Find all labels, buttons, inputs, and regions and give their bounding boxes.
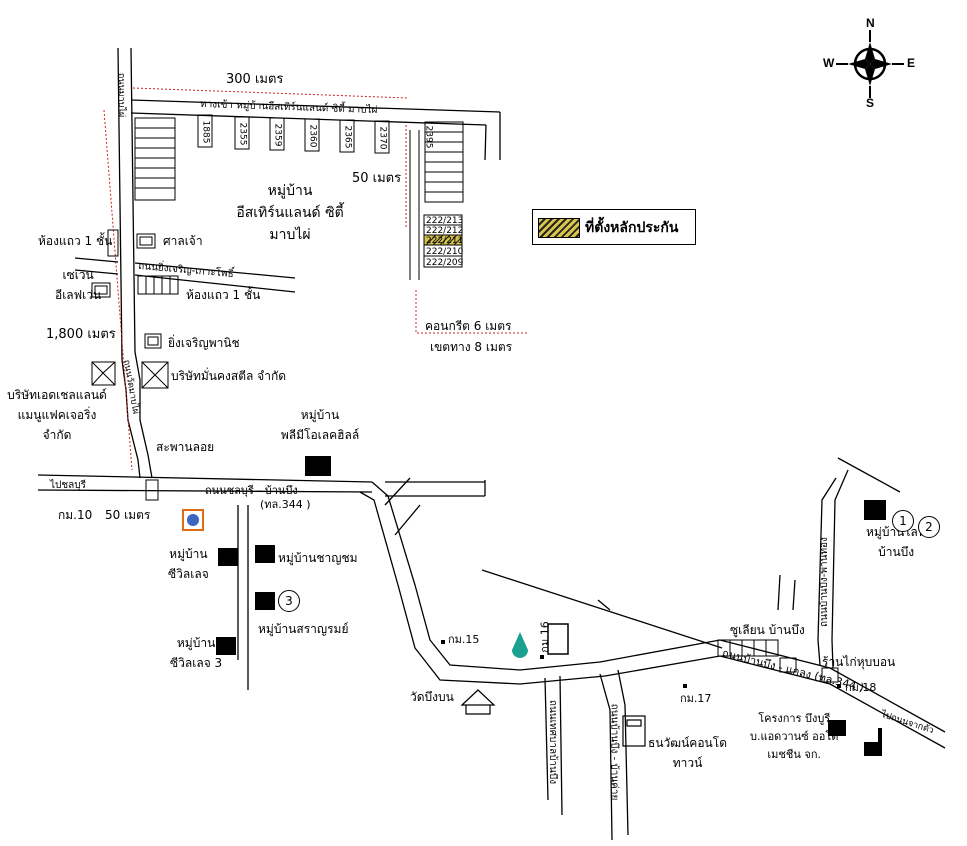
road-mabphai (117, 47, 153, 479)
legend-swatch (538, 218, 580, 238)
project-line2: บ.แอดวานซ์ ออโต (750, 730, 839, 743)
seven-eleven: เซเว่น อีเลฟเว่น (55, 268, 101, 302)
shrine: ศาลเจ้า (163, 234, 203, 248)
km-15: กม.15 (448, 633, 480, 646)
road-bottom-1-label: ถนนเทศบาลบ้านบึง (547, 699, 559, 785)
road-right-label: ถนนบ้านบึง-พานทอง (818, 537, 830, 627)
road-bottom-2-label: ถนนบ้านบึง - บ้านค่าย (608, 703, 620, 801)
distance-50m-bottom: 50 เมตร (105, 508, 151, 522)
condo: ธนวัฒน์คอนโด ทาวน์ (648, 736, 727, 770)
branch-roads (237, 457, 901, 841)
condo-line2: ทาวน์ (672, 756, 703, 770)
village-civil-line1: หมู่บ้าน (169, 547, 208, 561)
row-house-2: ห้องแถว 1 ชั้น (186, 288, 261, 302)
plot-number: 222/210 (426, 247, 464, 257)
concrete-width: คอนกรีต 6 เมตร (425, 319, 512, 333)
marker-circle-2: 2 (918, 516, 940, 538)
compass-rose-icon (836, 30, 904, 98)
village-polymio: หมู่บ้าน พลีมีโอเลคฮิลล์ (275, 408, 365, 442)
village-civil-line2: ซีวิลเลจ (168, 567, 209, 581)
distance-50m: 50 เมตร (352, 171, 402, 186)
factory-icon (864, 728, 882, 756)
road-344 (37, 474, 946, 749)
gas-station-icon (182, 509, 569, 658)
company-steel: บริษัทมั่นคงสตีล จำกัด (171, 369, 286, 383)
temple-and-condo (460, 689, 646, 747)
house-number: 2360 (307, 124, 318, 148)
legend-label: ที่ตั้งหลักประกัน (585, 220, 679, 236)
row-house-1: ห้องแถว 1 ชั้น (38, 234, 113, 248)
seeiew: ซูเลียน บ้านบึง (730, 623, 805, 637)
house-number: 2355 (237, 122, 248, 146)
village-icons (216, 456, 886, 736)
plot-number: 222/212 (426, 226, 464, 236)
road-chonburi-banbueng: ถนนชลบุรี - บ้านบึง (205, 484, 298, 497)
seven-eleven-line2: อีเลฟเว่น (55, 288, 102, 302)
village-polymio-line2: พลีมีโอเลคฮิลล์ (280, 428, 360, 442)
house-number: 2395 (423, 125, 434, 149)
yingcharoen-shop: ยิ่งเจริญพานิช (168, 336, 240, 350)
company-ed-line2: แมนูแฟคเจอริ่ง (17, 408, 97, 422)
village-civil: หมู่บ้าน ซีวิลเลจ (168, 547, 209, 581)
km-10: กม.10 (58, 508, 93, 522)
compass-s: S (866, 96, 875, 110)
condo-line1: ธนวัฒน์คอนโด (648, 736, 727, 750)
village-main-line2: อีสเทิร์นแลนด์ ซิตี้ (236, 205, 344, 221)
village-laifai: หมู่บ้านไลฟ์ บ้านบึง (866, 525, 926, 559)
project-line3: เมชชีน จก. (767, 748, 821, 761)
km-markers (441, 640, 841, 688)
project-bungburi: โครงการ บึงบูรี บ.แอดวานซ์ ออโต เมชชีน จ… (750, 712, 838, 762)
wat-bueng-bon: วัดบึงบน (410, 690, 454, 704)
plot-number: 222/213 (426, 216, 464, 226)
village-civil3-line1: หมู่บ้าน (176, 636, 216, 650)
house-number: 2370 (377, 126, 388, 150)
floating-bridge: สะพานลอย (156, 440, 215, 454)
village-main-title: หมู่บ้าน อีสเทิร์นแลนด์ ซิตี้ มาบไผ่ (230, 180, 350, 246)
project-line1: โครงการ บึงบูรี (758, 712, 831, 725)
village-civil3: หมู่บ้าน ซีวิลเลจ 3 (170, 636, 222, 670)
km-18: กม.18 (845, 681, 877, 694)
distance-markers (103, 87, 528, 471)
shop-kai: ร้านไก่หุบบอน (822, 655, 896, 669)
compass-n: N (866, 16, 875, 30)
village-civil3-line2: ซีวิลเลจ 3 (170, 656, 223, 670)
compass-e: E (907, 56, 916, 70)
row-houses (107, 229, 179, 295)
distance-1800m: 1,800 เมตร (46, 327, 116, 342)
marker-circle-3: 3 (278, 590, 300, 612)
village-polymio-line1: หมู่บ้าน (300, 408, 340, 422)
to-chonburi: ไปชลบุรี (50, 480, 87, 491)
house-number: 1885 (200, 120, 211, 144)
house-number: 2365 (342, 125, 353, 149)
village-houses-left (134, 117, 176, 201)
legend: ที่ตั้งหลักประกัน (532, 209, 696, 245)
collateral-hatch (425, 234, 463, 246)
route-344: (ทล.344 ) (260, 498, 311, 511)
house-number-blocks (197, 114, 390, 154)
village-laifai-line1: หมู่บ้านไลฟ์ (866, 525, 927, 539)
village-main-line1: หมู่บ้าน (267, 183, 313, 199)
marker-circle-1: 1 (892, 510, 914, 532)
village-chanchom: หมู่บ้านชาญชม (278, 551, 358, 565)
house-number: 2359 (272, 123, 283, 147)
km-16: กม.16 (538, 621, 552, 653)
seven-eleven-line1: เซเว่น (62, 268, 94, 282)
village-main-line3: มาบไผ่ (269, 227, 311, 243)
village-saranrom: หมู่บ้านสราญรมย์ (258, 622, 349, 636)
village-laifai-line2: บ้านบึง (878, 545, 915, 559)
right-shops (717, 639, 839, 683)
plot-number: 222/211 (426, 236, 464, 246)
distance-300m: 300 เมตร (226, 72, 284, 87)
company-ed-line1: บริษัทเอดเชลแลนด์ (7, 388, 107, 402)
company-ed: บริษัทเอดเชลแลนด์ แมนูแฟคเจอริ่ง จำกัด (2, 388, 112, 442)
compass-w: W (823, 56, 835, 70)
km-17: กม.17 (680, 692, 712, 705)
plot-number: 222/209 (426, 258, 464, 268)
company-ed-line3: จำกัด (42, 428, 72, 442)
road-mabphai-label: ถนนมาบไผ่ (116, 72, 127, 118)
right-of-way: เขตทาง 8 เมตร (430, 340, 513, 354)
